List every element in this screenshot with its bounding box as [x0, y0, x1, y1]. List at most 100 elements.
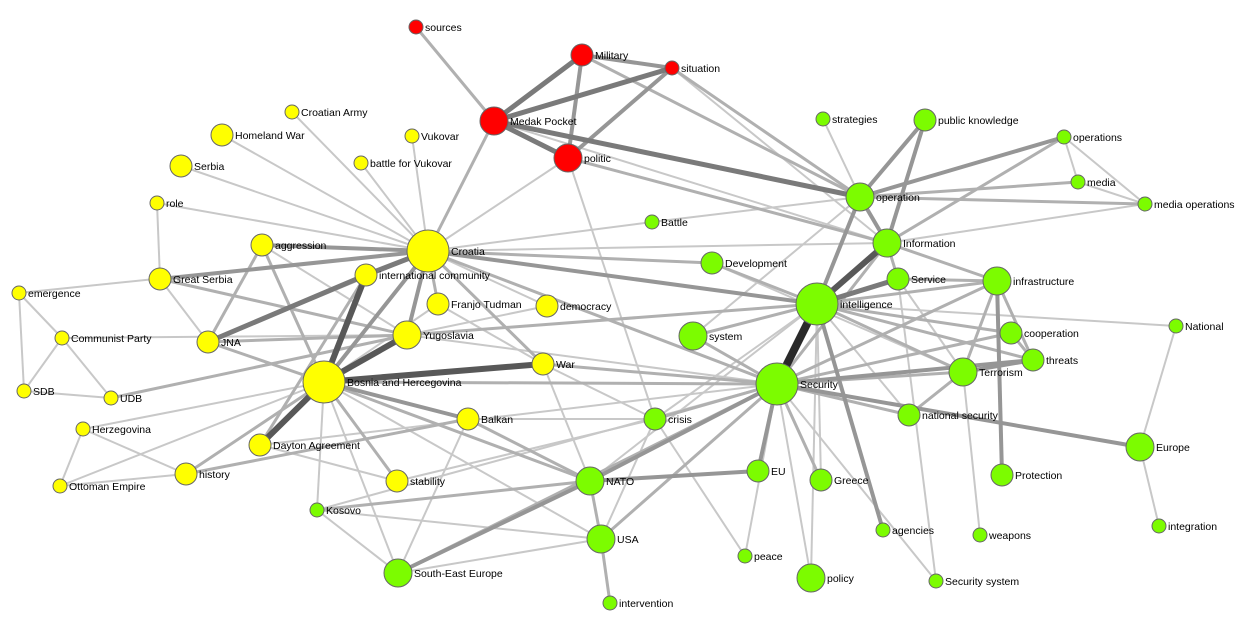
label-situation: situation: [681, 63, 720, 75]
edge-kosovo-nato: [316, 479, 591, 512]
edge-security-nato: [589, 382, 778, 483]
edge-medak_pocket-situation: [493, 65, 673, 124]
edge-croatia-democracy: [427, 250, 548, 307]
label-role: role: [166, 198, 184, 210]
label-emergence: emergence: [28, 288, 81, 300]
edge-bosnia-herzegovina: [82, 381, 325, 430]
node-jna: [196, 330, 220, 354]
node-south_east_europe: [383, 558, 413, 588]
node-infrastructure: [982, 266, 1012, 296]
node-homeland_war: [210, 123, 234, 147]
label-strategies: strategies: [832, 114, 878, 126]
label-vukovar: Vukovar: [421, 131, 460, 143]
edge-communist_party-emergence: [18, 292, 63, 339]
node-sources: [408, 19, 424, 35]
node-eu: [746, 459, 770, 483]
label-balkan: Balkan: [481, 414, 513, 426]
label-agencies: agencies: [892, 525, 934, 537]
label-information: Information: [903, 238, 956, 250]
edge-communist_party-sdb: [23, 337, 63, 392]
node-layer: [11, 19, 1184, 611]
node-bosnia: [302, 360, 346, 404]
label-sources: sources: [425, 22, 462, 34]
node-sdb: [16, 383, 32, 399]
node-stability: [385, 469, 409, 493]
node-military: [570, 43, 594, 67]
node-weapons: [972, 527, 988, 543]
label-war: War: [556, 359, 575, 371]
node-greece: [809, 468, 833, 492]
node-communist_party: [54, 330, 70, 346]
edge-medak_pocket-croatia: [426, 120, 496, 252]
label-sdb: SDB: [33, 386, 55, 398]
node-terrorism: [948, 357, 978, 387]
edge-yugoslavia-udb: [110, 333, 408, 400]
edge-great_serbia-jna: [159, 278, 209, 343]
edge-military-situation: [581, 53, 673, 70]
node-ottoman: [52, 478, 68, 494]
edge-security-policy: [776, 383, 812, 579]
node-security_system: [928, 573, 944, 589]
label-threats: threats: [1046, 355, 1078, 367]
edge-service-infrastructure: [897, 277, 998, 283]
label-stability: stability: [410, 476, 446, 488]
label-development: Development: [725, 258, 787, 270]
edge-politic-information: [567, 156, 888, 245]
edge-intelligence-agencies: [815, 303, 885, 531]
edge-service-terrorism: [897, 278, 964, 373]
label-public_knowledge: public knowledge: [938, 115, 1019, 127]
label-great_serbia: Great Serbia: [173, 274, 233, 286]
edge-croatia-intelligence: [427, 249, 818, 306]
edge-national-europe: [1139, 325, 1177, 448]
label-weapons: weapons: [988, 530, 1031, 542]
edge-herzegovina-ottoman: [59, 428, 84, 487]
node-operations: [1056, 129, 1072, 145]
edge-croatia-bosnia: [322, 249, 430, 384]
edge-herzegovina-history: [82, 428, 187, 475]
edge-medak_pocket-information: [493, 120, 888, 244]
node-emergence: [11, 285, 27, 301]
label-operations: operations: [1073, 132, 1122, 144]
node-public_knowledge: [913, 108, 937, 132]
label-peace: peace: [754, 551, 783, 563]
label-integration: integration: [1168, 521, 1217, 533]
label-croatia: Croatia: [451, 246, 485, 258]
node-crisis: [643, 407, 667, 431]
edge-croatia-aggression: [261, 243, 429, 253]
label-international_community: international community: [379, 270, 491, 282]
node-battle: [644, 214, 660, 230]
node-security: [755, 362, 799, 406]
edge-service-security_system: [897, 278, 937, 582]
edge-information-media_operations: [886, 203, 1146, 244]
edge-croatia-great_serbia: [159, 249, 429, 281]
label-history: history: [199, 469, 231, 481]
node-national: [1168, 318, 1184, 334]
edge-infrastructure-terrorism: [961, 280, 999, 373]
node-intervention: [602, 595, 618, 611]
label-franjo_tudman: Franjo Tudman: [451, 299, 522, 311]
label-national: National: [1185, 321, 1224, 333]
label-homeland_war: Homeland War: [235, 130, 305, 142]
node-kosovo: [309, 502, 325, 518]
edge-security-usa: [600, 382, 778, 541]
label-udb: UDB: [120, 393, 142, 405]
edge-bosnia-war: [323, 361, 544, 385]
label-ottoman: Ottoman Empire: [69, 481, 146, 493]
edge-medak_pocket-operation: [493, 118, 861, 200]
node-operation: [845, 182, 875, 212]
label-battle_for_vukovar: battle for Vukovar: [370, 158, 452, 170]
edge-croatia-development: [427, 249, 713, 265]
label-aggression: aggression: [275, 240, 327, 252]
edge-operation-operations: [859, 135, 1065, 199]
edge-crisis-peace: [654, 418, 746, 557]
edge-operation-media_operations: [859, 195, 1146, 206]
edge-policy-intelligence: [810, 303, 818, 579]
edge-operations-media: [1063, 136, 1079, 183]
label-crisis: crisis: [668, 414, 692, 426]
label-herzegovina: Herzegovina: [92, 424, 151, 436]
label-usa: USA: [617, 534, 639, 546]
edge-franjo_tudman-war: [437, 303, 544, 365]
edge-medak_pocket-military: [492, 53, 584, 123]
label-bosnia: Bosnia and Hercegovina: [347, 377, 462, 389]
